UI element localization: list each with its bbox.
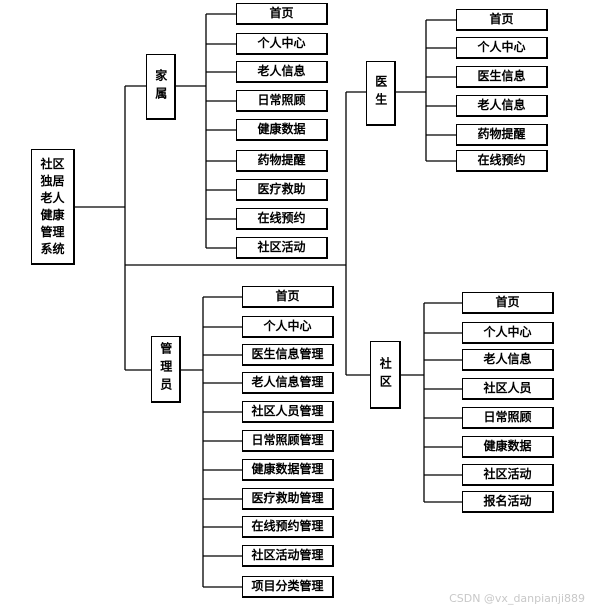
admin-item: 老人信息管理	[242, 372, 334, 394]
family-item: 老人信息	[236, 61, 328, 83]
root-node: 社区 独居 老人 健康 管理 系统	[31, 149, 75, 265]
root-label: 社区 独居 老人 健康 管理 系统	[40, 156, 65, 256]
community-item: 首页	[462, 292, 554, 314]
role-doctor: 医生	[366, 61, 396, 126]
community-item: 个人中心	[462, 322, 554, 344]
community-item: 日常照顾	[462, 407, 554, 429]
admin-item: 在线预约管理	[242, 516, 334, 538]
role-doctor-label: 医生	[373, 75, 388, 111]
family-item: 医疗救助	[236, 179, 328, 201]
admin-item: 健康数据管理	[242, 459, 334, 481]
admin-item: 医生信息管理	[242, 344, 334, 366]
role-family-label: 家属	[153, 68, 168, 105]
admin-item: 医疗救助管理	[242, 488, 334, 510]
role-community: 社区	[370, 341, 401, 409]
community-item: 社区人员	[462, 378, 554, 400]
role-community-label: 社区	[378, 356, 393, 393]
admin-item: 项目分类管理	[242, 576, 334, 598]
family-item: 首页	[236, 3, 328, 25]
doctor-item: 药物提醒	[456, 124, 548, 146]
family-item: 健康数据	[236, 119, 328, 141]
admin-item: 社区活动管理	[242, 545, 334, 567]
watermark: CSDN @vx_danpianji889	[449, 592, 585, 605]
role-family: 家属	[146, 54, 176, 120]
doctor-item: 医生信息	[456, 66, 548, 88]
community-item: 社区活动	[462, 464, 554, 486]
role-admin: 管理员	[151, 336, 181, 403]
community-item: 报名活动	[462, 491, 554, 513]
role-admin-label: 管理员	[158, 342, 173, 396]
doctor-item: 个人中心	[456, 37, 548, 59]
doctor-item: 在线预约	[456, 150, 548, 172]
family-item: 社区活动	[236, 237, 328, 259]
community-item: 健康数据	[462, 436, 554, 458]
family-item: 药物提醒	[236, 150, 328, 172]
community-item: 老人信息	[462, 349, 554, 371]
family-item: 日常照顾	[236, 90, 328, 112]
admin-item: 首页	[242, 286, 334, 308]
admin-item: 日常照顾管理	[242, 430, 334, 452]
admin-item: 个人中心	[242, 316, 334, 338]
family-item: 在线预约	[236, 208, 328, 230]
doctor-item: 老人信息	[456, 95, 548, 117]
family-item: 个人中心	[236, 33, 328, 55]
doctor-item: 首页	[456, 9, 548, 31]
admin-item: 社区人员管理	[242, 401, 334, 423]
